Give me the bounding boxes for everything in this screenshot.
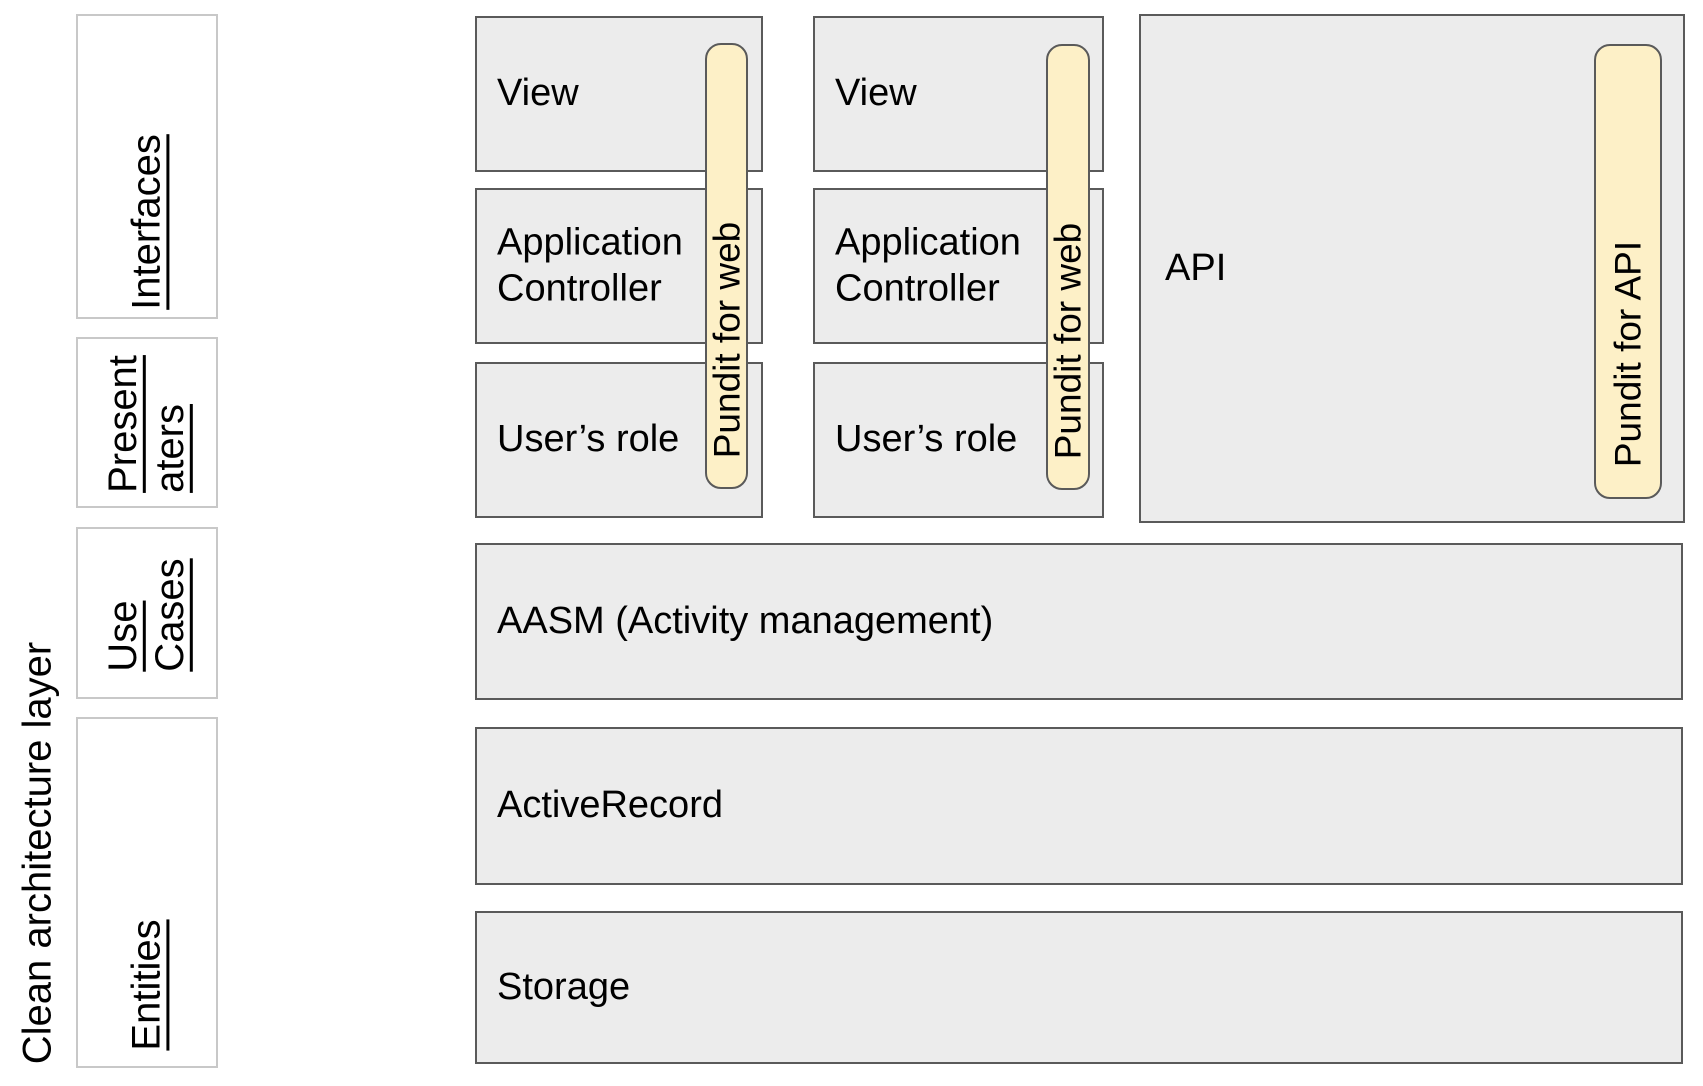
box-view-2-label: View bbox=[835, 72, 917, 115]
box-application-controller-2-label: Application Controller bbox=[835, 221, 1021, 309]
box-application-controller-web-label: Application Controller bbox=[497, 221, 683, 309]
layer-label-interfaces: Interfaces bbox=[124, 134, 169, 310]
box-activerecord-label: ActiveRecord bbox=[497, 784, 723, 827]
layer-box-interfaces: Interfaces bbox=[76, 14, 218, 319]
box-aasm: AASM (Activity management) bbox=[475, 543, 1683, 700]
pill-pundit-for-api-label: Pundit for API bbox=[1607, 240, 1649, 468]
box-users-role-2-label: User’s role bbox=[835, 418, 1018, 461]
layer-box-presentaters: Present aters bbox=[76, 337, 218, 508]
box-storage-label: Storage bbox=[497, 965, 631, 1008]
pill-pundit-for-web-2: Pundit for web bbox=[1046, 44, 1090, 490]
pill-pundit-for-web-1-label: Pundit for web bbox=[706, 221, 747, 459]
pill-pundit-for-api: Pundit for API bbox=[1594, 44, 1662, 499]
box-activerecord: ActiveRecord bbox=[475, 727, 1683, 885]
pill-pundit-for-web-2-label: Pundit for web bbox=[1047, 222, 1089, 460]
box-view-web-label: View bbox=[497, 72, 579, 115]
clean-architecture-layer-label: Clean architecture layer bbox=[15, 641, 60, 1065]
box-aasm-label: AASM (Activity management) bbox=[497, 599, 994, 642]
layer-box-use-cases: Use Cases bbox=[76, 527, 218, 699]
layer-label-presentaters: Present aters bbox=[100, 355, 192, 493]
box-users-role-web-label: User’s role bbox=[497, 418, 680, 461]
pill-pundit-for-web-1: Pundit for web bbox=[705, 43, 748, 489]
box-storage: Storage bbox=[475, 911, 1683, 1064]
box-api-label: API bbox=[1165, 246, 1227, 289]
layer-label-use-cases: Use Cases bbox=[100, 558, 192, 672]
layer-label-entities: Entities bbox=[124, 919, 169, 1051]
layer-box-entities: Entities bbox=[76, 717, 218, 1068]
